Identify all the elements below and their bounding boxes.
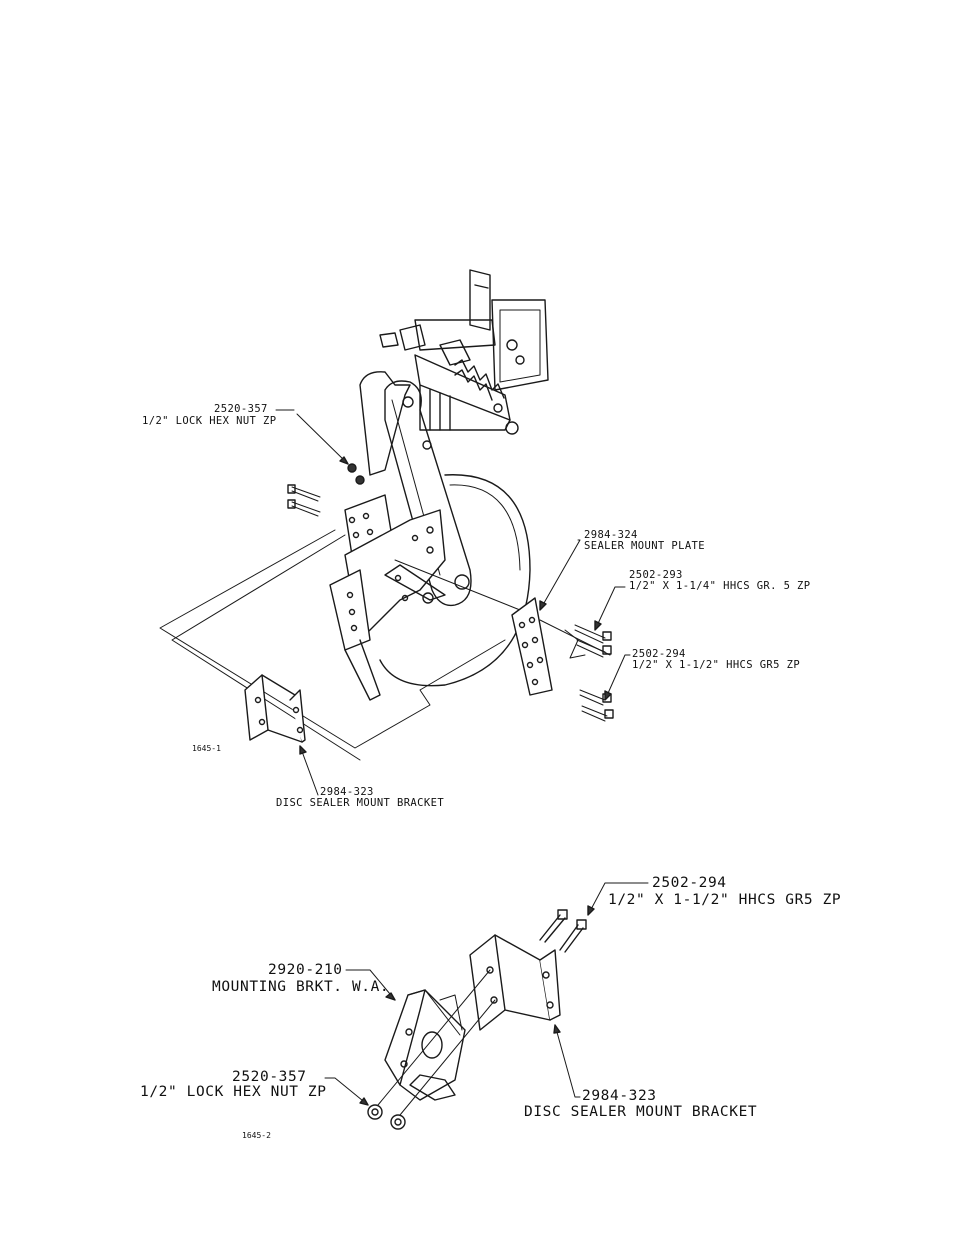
callout-top-bolt-150-desc: 1/2" X 1-1/2" HHCS GR5 ZP <box>632 659 801 671</box>
figure-id-top: 1645-1 <box>192 744 221 753</box>
callout-top-lock-nut-part: 2520-357 <box>214 403 268 415</box>
lock-nuts-bottom <box>367 1104 406 1130</box>
callout-bottom-mount-part: 2920-210 <box>268 962 343 978</box>
callout-bottom-nut-desc: 1/2" LOCK HEX NUT ZP <box>140 1084 327 1100</box>
leader-lines-bottom <box>324 882 649 1106</box>
callout-top-bracket-desc: DISC SEALER MOUNT BRACKET <box>276 797 445 809</box>
callout-bottom-bolt-desc: 1/2" X 1-1/2" HHCS GR5 ZP <box>608 892 842 908</box>
callout-bottom-mount-desc: MOUNTING BRKT. W.A. <box>212 979 390 995</box>
callout-bottom-bolt-part: 2502-294 <box>652 875 727 891</box>
lock-nuts-top <box>347 463 365 485</box>
callout-top-lock-nut-desc: 1/2" LOCK HEX NUT ZP <box>142 415 277 427</box>
callout-bottom-nut-part: 2520-357 <box>232 1069 307 1085</box>
callout-bottom-bracket-desc: DISC SEALER MOUNT BRACKET <box>524 1104 758 1120</box>
callout-top-bolt-125-part: 2502-293 <box>629 569 683 581</box>
callout-top-plate-desc: SEALER MOUNT PLATE <box>584 540 705 552</box>
top-assembly-figure <box>159 269 631 796</box>
bolts-right <box>574 624 614 722</box>
disc-sealer-mount-bracket-top <box>244 674 306 743</box>
figure-id-bottom: 1645-2 <box>242 1131 271 1140</box>
mounting-bracket-wa <box>384 989 466 1101</box>
bottom-assembly-figure <box>324 882 649 1130</box>
sealer-mount-plate-right <box>511 597 553 696</box>
bolts-bottom <box>539 909 587 953</box>
callout-top-bracket-part: 2984-323 <box>320 786 374 798</box>
callout-top-bolt-150-part: 2502-294 <box>632 648 686 660</box>
callout-top-bolt-125-desc: 1/2" X 1-1/4" HHCS GR. 5 ZP <box>629 580 811 592</box>
leader-lines-top <box>275 409 631 796</box>
bolts-left <box>287 484 321 517</box>
mount-frame <box>379 269 549 435</box>
disc-sealer-mount-bracket-bottom <box>469 934 561 1031</box>
sealer-mount-assembly <box>329 494 446 701</box>
callout-bottom-bracket-part: 2984-323 <box>582 1088 657 1104</box>
explode-lines-bottom <box>377 969 496 1116</box>
callout-top-plate-part: 2984-324 <box>584 529 638 541</box>
